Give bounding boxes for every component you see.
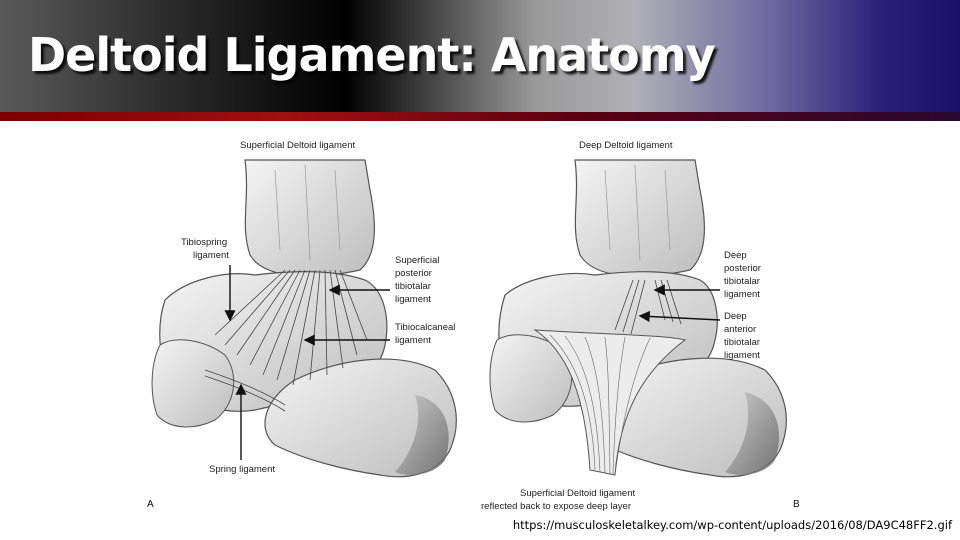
forefoot-bone-b	[489, 334, 573, 423]
label-sptt-2: posterior	[395, 268, 432, 279]
panel-a-letter: A	[147, 499, 154, 510]
label-sptt-4: ligament	[395, 294, 431, 305]
ankle-illustration: Superficial Deltoid ligament Tibiospring…	[147, 140, 800, 512]
label-sptt-3: tibiotalar	[395, 281, 431, 292]
panel-a-heading: Superficial Deltoid ligament	[240, 140, 355, 151]
label-reflected-2: reflected back to expose deep layer	[481, 501, 631, 512]
label-sptt-1: Superficial	[395, 255, 439, 266]
panel-b-heading: Deep Deltoid ligament	[579, 140, 673, 151]
label-spring-ligament: Spring ligament	[209, 464, 275, 475]
label-datt-1: Deep	[724, 311, 747, 322]
title-divider	[0, 112, 960, 121]
label-dptt-1: Deep	[724, 250, 747, 261]
label-reflected-1: Superficial Deltoid ligament	[520, 488, 635, 499]
anatomy-figure: Superficial Deltoid ligament Tibiospring…	[145, 130, 825, 512]
panel-b-deep: Deep Deltoid ligament Deep posterior tib…	[481, 140, 800, 512]
label-tibiocalcaneal-2: ligament	[395, 335, 431, 346]
title-bar	[0, 0, 960, 112]
forefoot-bone-a	[151, 339, 235, 428]
label-datt-2: anterior	[724, 324, 756, 335]
label-datt-4: ligament	[724, 350, 760, 361]
label-dptt-3: tibiotalar	[724, 276, 760, 287]
label-tibiospring-1: Tibiospring	[181, 237, 227, 248]
label-dptt-4: ligament	[724, 289, 760, 300]
image-source-url: https://musculoskeletalkey.com/wp-conten…	[512, 518, 952, 532]
label-dptt-2: posterior	[724, 263, 761, 274]
superficial-ligament-fibers-a	[214, 269, 368, 386]
panel-b-letter: B	[793, 499, 800, 510]
panel-a-superficial: Superficial Deltoid ligament Tibiospring…	[147, 140, 457, 510]
label-tibiospring-2: ligament	[193, 250, 229, 261]
label-tibiocalcaneal-1: Tibiocalcaneal	[395, 322, 455, 333]
slide-title: Deltoid Ligament: Anatomy	[28, 28, 716, 82]
label-datt-3: tibiotalar	[724, 337, 760, 348]
